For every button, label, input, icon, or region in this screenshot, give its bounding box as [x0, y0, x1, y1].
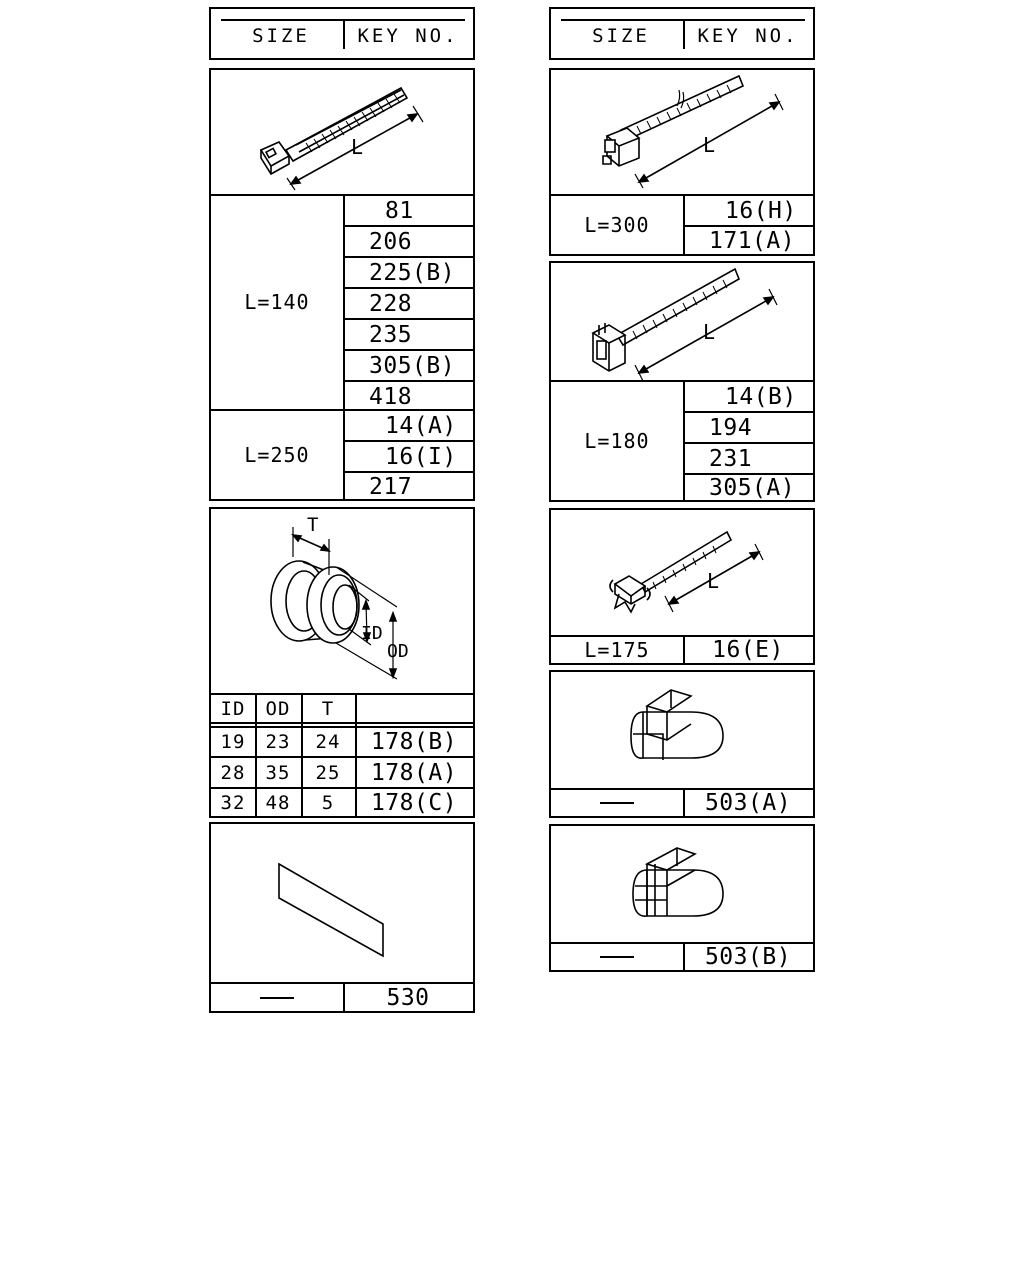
size-l300: L=300: [584, 213, 650, 237]
row-1-key: 178(B): [370, 729, 458, 755]
key-530: 530: [386, 984, 430, 1011]
size-l250: L=250: [244, 443, 310, 467]
rubber-block-b-drawing: [632, 847, 724, 917]
grommet-panel: T ID OD ID OD T 19 23 24 178(B) 28 35 25…: [209, 507, 475, 818]
pad-drawing: [278, 862, 384, 958]
dimension-l-label-300: L: [703, 133, 715, 157]
key-14a: 14(A): [385, 413, 457, 439]
key-228: 228: [369, 291, 413, 317]
cable-tie-bracket-drawing: L: [591, 267, 778, 382]
pad-size-dash: [211, 984, 343, 1011]
key-217: 217: [369, 474, 413, 500]
size-l140: L=140: [244, 289, 310, 314]
row-2-id: 28: [220, 761, 246, 784]
row-3-id: 32: [220, 791, 246, 814]
column-header-id: ID: [220, 697, 246, 720]
dimension-l-label-180: L: [703, 320, 715, 344]
block-b-size-dash: [551, 944, 683, 970]
block-a-size-dash: [551, 790, 683, 816]
key-503a: 503(A): [704, 790, 792, 816]
row-2-key: 178(A): [370, 759, 458, 786]
key-235: 235: [369, 322, 413, 348]
size-header-right: SIZE: [592, 25, 650, 47]
key-16e: 16(E): [712, 637, 784, 663]
clip-300-panel: L L=300 16(H) 171(A): [549, 68, 815, 256]
row-3-key: 178(C): [370, 789, 458, 816]
key-225b: 225(B): [369, 260, 456, 286]
key-503b: 503(B): [704, 944, 792, 970]
column-header-t: T: [321, 697, 335, 720]
clip-175-panel: L L=175 16(E): [549, 508, 815, 665]
key-171a: 171(A): [709, 227, 796, 254]
size-l175: L=175: [584, 638, 650, 662]
cable-tie-mount-drawing: L: [602, 74, 784, 189]
key-194: 194: [709, 414, 753, 441]
dimension-l-label-175: L: [707, 569, 719, 593]
row-1-od: 23: [265, 731, 291, 753]
key-16h: 16(H): [725, 197, 797, 224]
block-b-panel: 503(B): [549, 824, 815, 972]
key-305a: 305(A): [709, 474, 796, 501]
dimension-od-label: OD: [387, 641, 409, 662]
row-1-id: 19: [220, 731, 246, 753]
clip-140-250-panel: L L=140 81 206 225(B) 228 235 305(B) 418…: [209, 68, 475, 501]
header-right: SIZE KEY NO.: [549, 7, 815, 60]
row-1-t: 24: [315, 731, 341, 753]
clip-180-panel: L L=180 14(B) 194 231 305(A): [549, 261, 815, 502]
cable-tie-clip-drawing: L: [259, 86, 424, 191]
push-clip-tie-drawing: L: [609, 530, 764, 614]
size-l180: L=180: [584, 429, 650, 453]
grommet-drawing: T ID OD: [270, 514, 409, 680]
header-left: SIZE KEY NO.: [209, 7, 475, 60]
key-305b: 305(B): [369, 353, 456, 379]
row-3-t: 5: [321, 791, 335, 814]
column-header-od: OD: [265, 697, 291, 720]
dimension-l-label: L: [351, 135, 363, 159]
key-16i: 16(I): [385, 444, 457, 470]
pad-panel: 530: [209, 822, 475, 1013]
row-2-od: 35: [265, 761, 291, 784]
size-header: SIZE: [252, 25, 310, 47]
dimension-t-label: T: [307, 514, 318, 536]
key-206: 206: [369, 229, 413, 255]
key-81: 81: [385, 198, 414, 224]
block-a-panel: 503(A): [549, 670, 815, 818]
key-231: 231: [709, 445, 753, 472]
key-no-header-right: KEY NO.: [697, 25, 799, 47]
column-header-key: [355, 695, 473, 722]
key-14b: 14(B): [725, 383, 797, 410]
rubber-block-a-drawing: [630, 689, 724, 760]
row-3-od: 48: [265, 791, 291, 814]
key-no-header: KEY NO.: [357, 25, 459, 47]
key-418: 418: [369, 384, 413, 410]
row-2-t: 25: [315, 761, 341, 784]
dimension-id-label: ID: [361, 623, 383, 644]
